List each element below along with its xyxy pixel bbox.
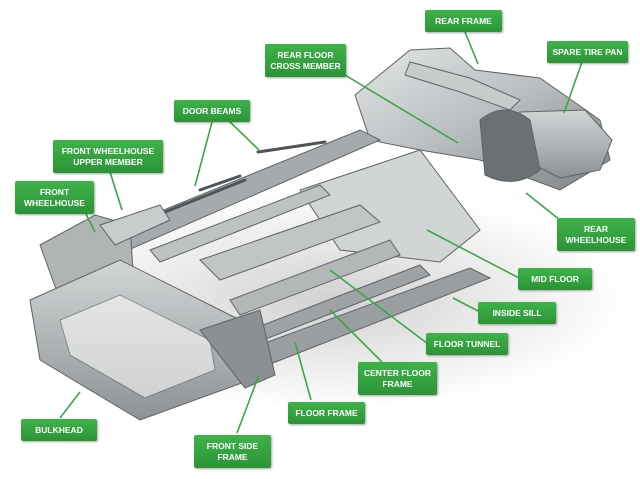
label-floor-frame: FLOOR FRAME bbox=[288, 402, 365, 424]
label-bulkhead: BULKHEAD bbox=[21, 419, 97, 441]
leader-inside-sill bbox=[452, 297, 481, 313]
center-floor-frame-shape bbox=[229, 239, 401, 316]
floor-tunnel-shape bbox=[199, 204, 381, 281]
label-rear-wheelhouse: REAR WHEELHOUSE bbox=[557, 218, 635, 251]
rear-section bbox=[354, 47, 613, 191]
leader-spare-tire-pan bbox=[563, 61, 583, 114]
leader-bulkhead bbox=[59, 391, 81, 419]
door-beams-shape bbox=[148, 140, 327, 220]
leader-floor-tunnel bbox=[329, 269, 429, 345]
label-spare-tire-pan: SPARE TIRE PAN bbox=[547, 41, 628, 63]
leader-rear-frame bbox=[464, 31, 479, 65]
front-section bbox=[29, 204, 276, 421]
front-side-frame-shape bbox=[199, 309, 276, 389]
leader-mid-floor bbox=[426, 229, 520, 279]
label-rear-frame: REAR FRAME bbox=[425, 10, 502, 32]
label-door-beams: DOOR BEAMS bbox=[174, 100, 250, 122]
label-mid-floor: MID FLOOR bbox=[518, 268, 592, 290]
leader-door-beams-1 bbox=[194, 121, 213, 187]
floor-section bbox=[89, 129, 492, 369]
label-front-wheelhouse-upper-member: FRONT WHEELHOUSE UPPER MEMBER bbox=[53, 140, 163, 173]
label-center-floor-frame: CENTER FLOOR FRAME bbox=[358, 362, 437, 395]
leader-door-beams-2 bbox=[229, 121, 260, 151]
leader-rear-wheelhouse bbox=[525, 192, 561, 221]
label-floor-tunnel: FLOOR TUNNEL bbox=[426, 333, 508, 355]
leader-front-wheelhouse-upper-member bbox=[109, 171, 123, 211]
label-inside-sill: INSIDE SILL bbox=[478, 302, 556, 324]
label-rear-floor-cross-member: REAR FLOOR CROSS MEMBER bbox=[265, 44, 346, 77]
rear-wheelhouse-shape bbox=[479, 109, 541, 182]
label-front-wheelhouse: FRONT WHEELHOUSE bbox=[15, 181, 94, 214]
leader-center-floor-frame bbox=[329, 309, 383, 363]
leader-front-wheelhouse bbox=[84, 211, 96, 233]
label-front-side-frame: FRONT SIDE FRAME bbox=[194, 435, 271, 468]
leader-lines bbox=[59, 31, 583, 434]
leader-front-side-frame bbox=[236, 374, 260, 434]
leader-rear-floor-cross-member bbox=[344, 74, 459, 144]
leader-floor-frame bbox=[294, 341, 312, 401]
